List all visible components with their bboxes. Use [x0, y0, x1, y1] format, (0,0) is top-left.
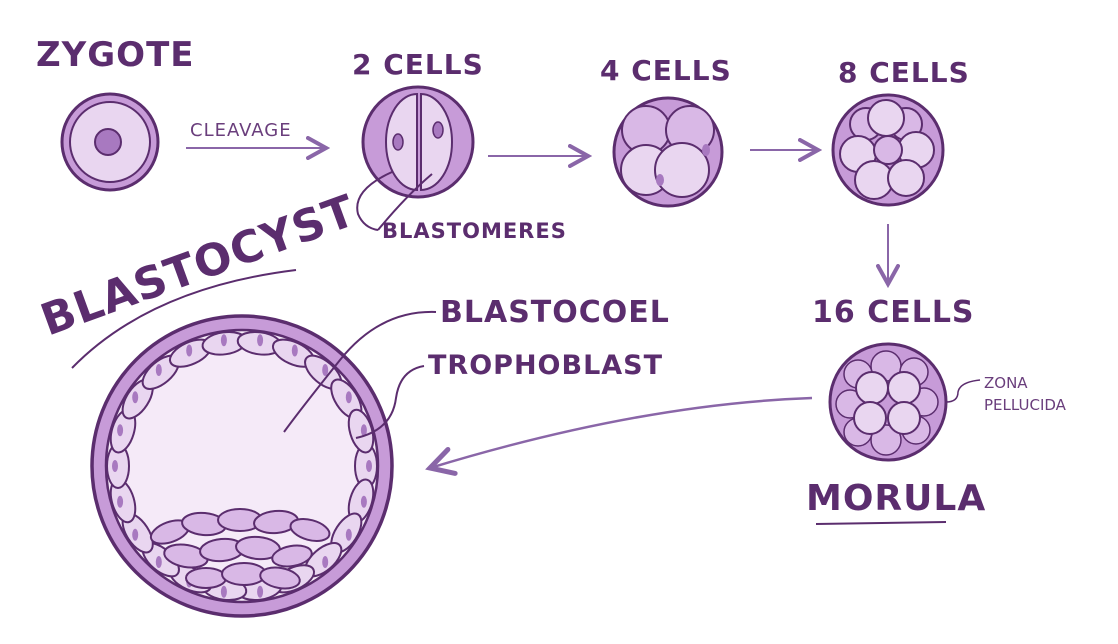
morula-underline [815, 521, 947, 525]
two-cells-title: 2 CELLS [352, 48, 484, 81]
blastocoel-label: BLASTOCOEL [440, 295, 670, 330]
sixteen-cells-title: 16 CELLS [812, 295, 975, 330]
trophoblast-nucleus [112, 460, 118, 472]
blastomeres-label: BLASTOMERES [382, 219, 567, 243]
trophoblast-nucleus [360, 495, 367, 508]
eight-cells-title: 8 CELLS [838, 56, 970, 89]
cleavage-label: CLEAVAGE [190, 120, 292, 141]
blastocyst [90, 314, 394, 618]
arrow-morula-to-blastocyst [430, 396, 813, 468]
inner-mass-cell [259, 566, 301, 590]
inner-cell-mass [149, 508, 331, 590]
zona-pointer [945, 379, 981, 403]
blastocyst-underline [71, 269, 297, 369]
inner-mass-cell [289, 518, 331, 542]
trophoblast-nucleus [322, 364, 329, 376]
trophoblast-nucleus [132, 391, 139, 404]
trophoblast-nucleus [322, 556, 329, 568]
trophoblast-nucleus [360, 424, 367, 437]
inner-mass-cell [185, 567, 227, 589]
trophoblast-nucleus [155, 364, 162, 376]
four-cell-stage [612, 96, 724, 208]
trophoblast-nucleus [220, 585, 227, 598]
trophoblast-label: TROPHOBLAST [428, 350, 663, 381]
zona-label-line1: ZONA [984, 374, 1028, 392]
trophoblast-nucleus [117, 424, 124, 437]
blastocoel-pointer [283, 310, 437, 433]
morula-cell-cluster [828, 342, 948, 462]
trophoblast-pointer [355, 365, 425, 439]
zona-label-line2: PELLUCIDA [984, 396, 1067, 414]
morula-title: MORULA [806, 478, 986, 519]
zygote-cell [60, 92, 160, 192]
eight-cell-stage [831, 93, 945, 207]
blastomeres-pointer-left [356, 171, 393, 231]
trophoblast-nucleus [257, 334, 264, 347]
trophoblast-nucleus [220, 334, 227, 347]
blastomeres-pointer-right [377, 173, 433, 231]
trophoblast-nucleus [155, 556, 162, 568]
trophoblast-nucleus [366, 460, 372, 472]
trophoblast-nucleus [186, 344, 193, 357]
trophoblast-nucleus [345, 528, 352, 541]
trophoblast-nucleus [117, 495, 124, 508]
trophoblast-nucleus [257, 585, 264, 598]
blastomere-right [420, 92, 453, 192]
trophoblast-nucleus [291, 344, 298, 357]
zygote-nucleus [94, 128, 122, 156]
trophoblast-nucleus [345, 391, 352, 404]
inner-mass-cell [271, 544, 313, 568]
two-cell-stage [361, 85, 475, 199]
trophoblast-nucleus [132, 528, 139, 541]
zygote-title: ZYGOTE [36, 35, 195, 75]
four-cells-title: 4 CELLS [600, 54, 732, 87]
